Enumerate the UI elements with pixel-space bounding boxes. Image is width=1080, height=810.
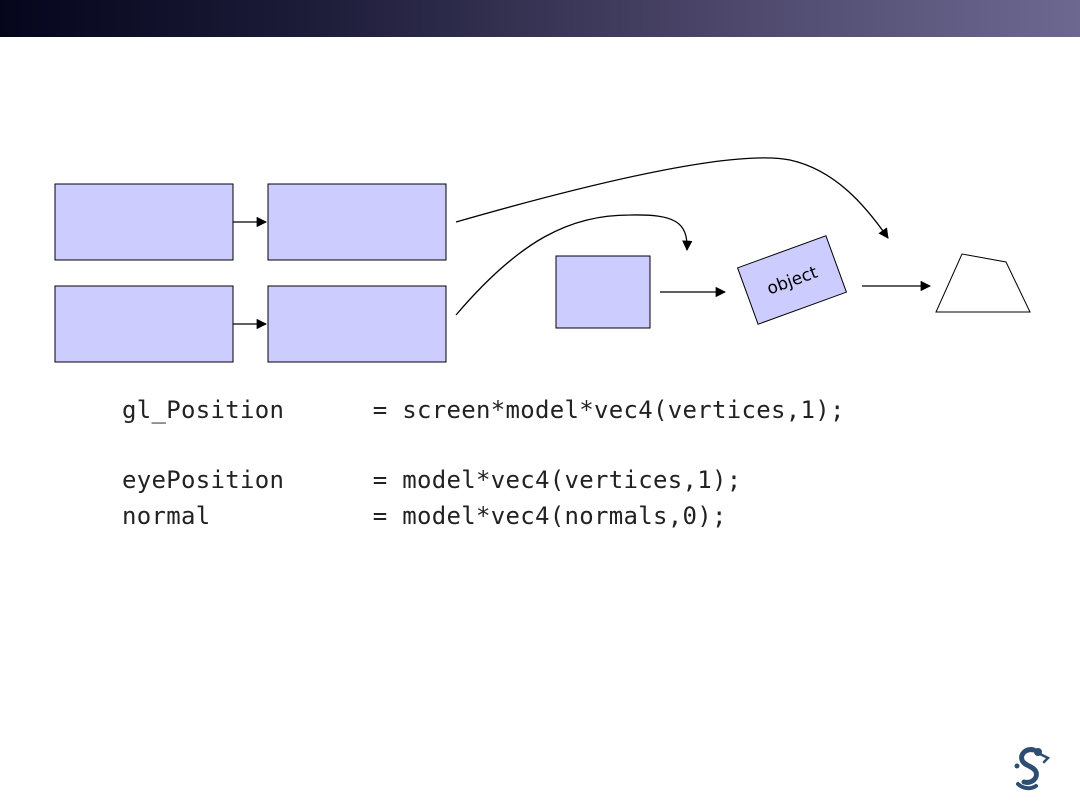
- title-bar: [0, 0, 1080, 37]
- curve-bottom-to-object: [455, 214, 693, 316]
- box-top-left: [54, 183, 234, 261]
- code-line-eye-position: eyePosition = model*vec4(vertices,1);: [122, 466, 742, 494]
- box-bottom-left: [54, 285, 234, 363]
- pipeline-diagram: object: [54, 157, 1031, 363]
- university-logo-icon: [1014, 747, 1051, 791]
- curve-top-to-trapezoid: [455, 157, 889, 239]
- box-bottom-right: [267, 285, 447, 363]
- code-line-normal: normal = model*vec4(normals,0);: [122, 502, 727, 530]
- object-box: [736, 235, 848, 325]
- code-line-gl-position: gl_Position = screen*model*vec4(vertices…: [122, 396, 845, 424]
- object-box-group: object: [736, 235, 848, 325]
- trapezoid-shape: [935, 253, 1031, 313]
- small-box: [555, 255, 651, 329]
- box-top-right: [267, 183, 447, 261]
